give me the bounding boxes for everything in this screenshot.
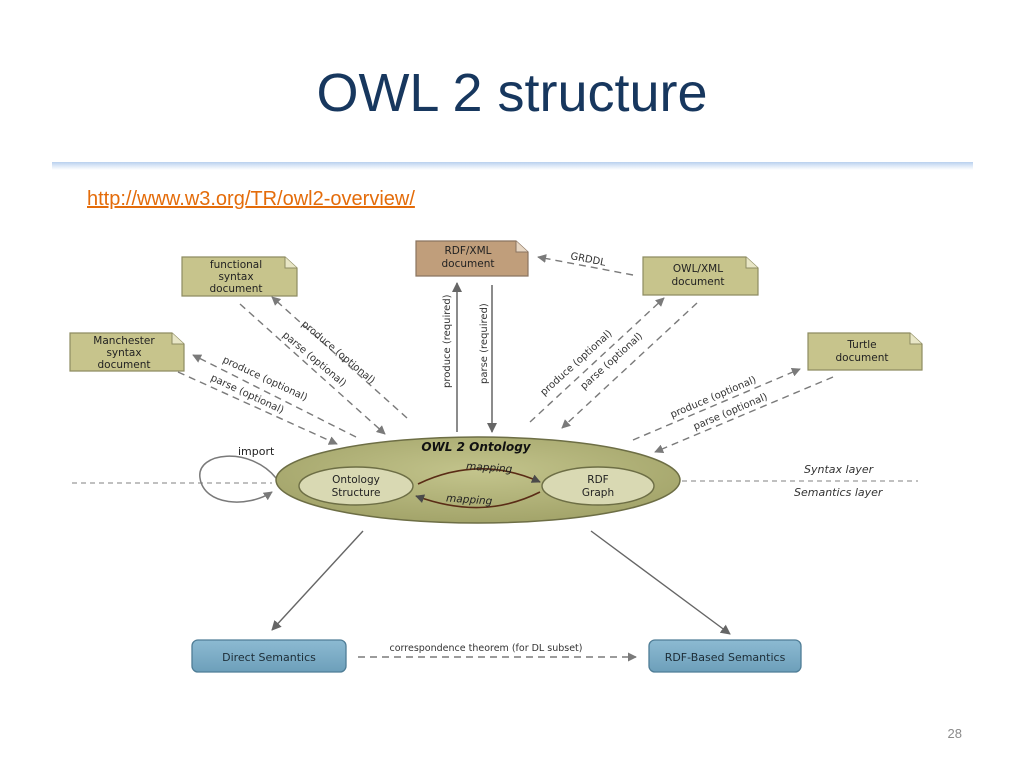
turtle-document: Turtle document <box>807 332 923 371</box>
owlxml-document: OWL/XML document <box>642 256 759 296</box>
grddl-arrow <box>537 254 634 276</box>
owlxml-label-1: OWL/XML <box>673 263 723 275</box>
owlxml-parse-arrow <box>561 302 698 429</box>
ontology-title: OWL 2 Ontology <box>421 440 531 454</box>
functional-label-1: functional <box>210 259 262 271</box>
manchester-label-2: syntax <box>106 347 141 359</box>
parse-required-label: parse (required) <box>479 303 490 384</box>
correspondence-label: correspondence theorem (for DL subset) <box>390 643 583 654</box>
to-direct-semantics-arrow <box>271 530 364 631</box>
title-divider <box>52 162 973 170</box>
rdf-graph-node: RDF Graph <box>541 466 655 506</box>
mapping-backward-arrow <box>415 491 541 509</box>
produce-required-label: produce (required) <box>442 294 453 388</box>
turtle-label-2: document <box>836 352 889 364</box>
direct-semantics-label: Direct Semantics <box>222 651 316 664</box>
graph-label-1: RDF <box>587 474 608 486</box>
structure-label-1: Ontology <box>332 474 380 486</box>
source-link[interactable]: http://www.w3.org/TR/owl2-overview/ <box>87 188 415 210</box>
rdfxml-label-2: document <box>442 258 495 270</box>
structure-label-2: Structure <box>332 487 381 499</box>
manchester-label-1: Manchester <box>93 335 155 347</box>
rdfxml-label-1: RDF/XML <box>444 245 491 257</box>
import-loop-arrow <box>199 455 277 503</box>
grddl-label: GRDDL <box>569 251 607 269</box>
functional-label-3: document <box>210 283 263 295</box>
direct-semantics-box: Direct Semantics <box>191 639 347 673</box>
syntax-layer-label: Syntax layer <box>804 463 875 476</box>
to-rdf-semantics-arrow <box>590 530 731 635</box>
graph-label-2: Graph <box>582 487 614 499</box>
manchester-produce-arrow <box>192 354 357 438</box>
ontology-structure-node: Ontology Structure <box>298 466 414 506</box>
owlxml-label-2: document <box>672 276 725 288</box>
mapping-top-label: mapping <box>466 460 513 475</box>
functional-label-2: syntax <box>218 271 253 283</box>
turtle-label-1: Turtle <box>846 339 876 351</box>
rdfxml-document: RDF/XML document <box>415 240 529 277</box>
turtle-parse-arrow <box>654 376 834 454</box>
functional-parse-arrow <box>239 303 386 435</box>
slide-number: 28 <box>947 726 962 741</box>
mapping-forward-arrow <box>417 467 541 485</box>
functional-syntax-document: functional syntax document <box>181 256 298 297</box>
turtle-produce-arrow <box>632 368 801 441</box>
manchester-syntax-document: Manchester syntax document <box>69 332 185 372</box>
mapping-bottom-label: mapping <box>446 492 493 507</box>
rdf-based-semantics-label: RDF-Based Semantics <box>665 651 786 664</box>
owlxml-parse-label: parse (optional) <box>579 331 645 392</box>
functional-produce-arrow <box>271 296 408 419</box>
import-label: import <box>238 445 275 458</box>
slide-title: OWL 2 structure <box>316 63 708 123</box>
manchester-label-3: document <box>98 359 151 371</box>
manchester-parse-arrow <box>177 371 338 445</box>
rdf-based-semantics-box: RDF-Based Semantics <box>648 639 802 673</box>
semantics-layer-label: Semantics layer <box>794 486 884 499</box>
owlxml-produce-arrow <box>529 297 665 423</box>
